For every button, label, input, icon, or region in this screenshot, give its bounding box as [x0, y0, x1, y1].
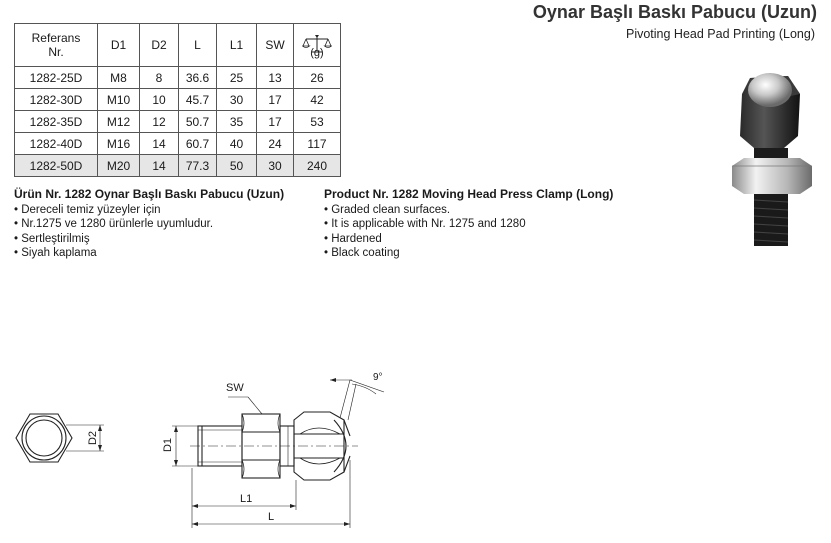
cell-d2: 10: [139, 88, 179, 111]
turkish-title: Ürün Nr. 1282 Oynar Başlı Baskı Pabucu (…: [14, 187, 285, 201]
cell-sw: 17: [256, 110, 294, 133]
cell-sw: 24: [256, 132, 294, 155]
cell-g: 26: [293, 66, 341, 89]
cell-ref: 1282-40D: [14, 132, 98, 155]
english-description: Product Nr. 1282 Moving Head Press Clamp…: [324, 187, 613, 261]
side-view: [197, 411, 351, 481]
cell-l1: 40: [216, 132, 257, 155]
page-title: Oynar Başlı Baskı Pabucu (Uzun): [532, 2, 817, 22]
turkish-feature-list: Dereceli temiz yüzeyler için Nr.1275 ve …: [14, 203, 284, 261]
cell-d2: 8: [139, 66, 179, 89]
header-ref-line2: Nr.: [48, 45, 64, 59]
cell-d1: M20: [97, 154, 140, 177]
cell-d2: 12: [139, 110, 179, 133]
cell-l1: 25: [216, 66, 257, 89]
cell-ref: 1282-35D: [14, 110, 98, 133]
cell-sw: 13: [256, 66, 294, 89]
cell-l: 36.6: [178, 66, 217, 89]
cell-l: 77.3: [178, 154, 217, 177]
product-photo: [732, 73, 812, 246]
header-l: L: [178, 23, 217, 67]
spec-table: Referans Nr. D1 D2 L L1 SW: [14, 23, 341, 177]
list-item: Nr.1275 ve 1280 ürünlerle uyumludur.: [14, 217, 284, 232]
cell-d1: M12: [97, 110, 140, 133]
cell-d2: 14: [139, 154, 179, 177]
cell-d2: 14: [139, 132, 179, 155]
cell-l1: 30: [216, 88, 257, 111]
cell-d1: M8: [97, 66, 140, 89]
list-item: Dereceli temiz yüzeyler için: [14, 203, 284, 218]
header-ref: Referans Nr.: [14, 23, 98, 67]
table-header-row: Referans Nr. D1 D2 L L1 SW: [14, 23, 341, 67]
scale-icon: [302, 34, 332, 52]
cell-l1: 35: [216, 110, 257, 133]
english-title: Product Nr. 1282 Moving Head Press Clamp…: [324, 187, 614, 201]
header-sw: SW: [256, 23, 294, 67]
label-angle: 9°: [373, 372, 383, 383]
list-item: Siyah kaplama: [14, 246, 284, 261]
header-l1: L1: [216, 23, 257, 67]
cell-ref: 1282-50D: [14, 154, 98, 177]
cell-g: 117: [293, 132, 341, 155]
cell-l: 45.7: [178, 88, 217, 111]
end-view-hex: [15, 413, 73, 463]
list-item: It is applicable with Nr. 1275 and 1280: [324, 217, 613, 232]
header-d1: D1: [97, 23, 140, 67]
list-item: Black coating: [324, 246, 613, 261]
cell-l1: 50: [216, 154, 257, 177]
label-sw: SW: [226, 382, 244, 394]
cell-g: 42: [293, 88, 341, 111]
label-d1: D1: [162, 437, 175, 453]
header-weight: (g): [293, 23, 341, 67]
cell-g: 53: [293, 110, 341, 133]
cell-g: 240: [293, 154, 341, 177]
list-item: Sertleştirilmiş: [14, 232, 284, 247]
page-subtitle: Pivoting Head Pad Printing (Long): [625, 27, 815, 41]
header-d2: D2: [139, 23, 179, 67]
turkish-description: Ürün Nr. 1282 Oynar Başlı Baskı Pabucu (…: [14, 187, 284, 261]
label-l: L: [268, 511, 275, 523]
cell-ref: 1282-25D: [14, 66, 98, 89]
cell-d1: M10: [97, 88, 140, 111]
cell-sw: 30: [256, 154, 294, 177]
cell-ref: 1282-30D: [14, 88, 98, 111]
cell-d1: M16: [97, 132, 140, 155]
english-feature-list: Graded clean surfaces. It is applicable …: [324, 203, 613, 261]
label-l1: L1: [240, 493, 253, 505]
list-item: Graded clean surfaces.: [324, 203, 613, 218]
cell-sw: 17: [256, 88, 294, 111]
cell-l: 50.7: [178, 110, 217, 133]
list-item: Hardened: [324, 232, 613, 247]
label-d2: D2: [87, 430, 100, 446]
weight-unit: (g): [310, 46, 324, 59]
header-ref-line1: Referans: [31, 31, 81, 45]
cell-l: 60.7: [178, 132, 217, 155]
